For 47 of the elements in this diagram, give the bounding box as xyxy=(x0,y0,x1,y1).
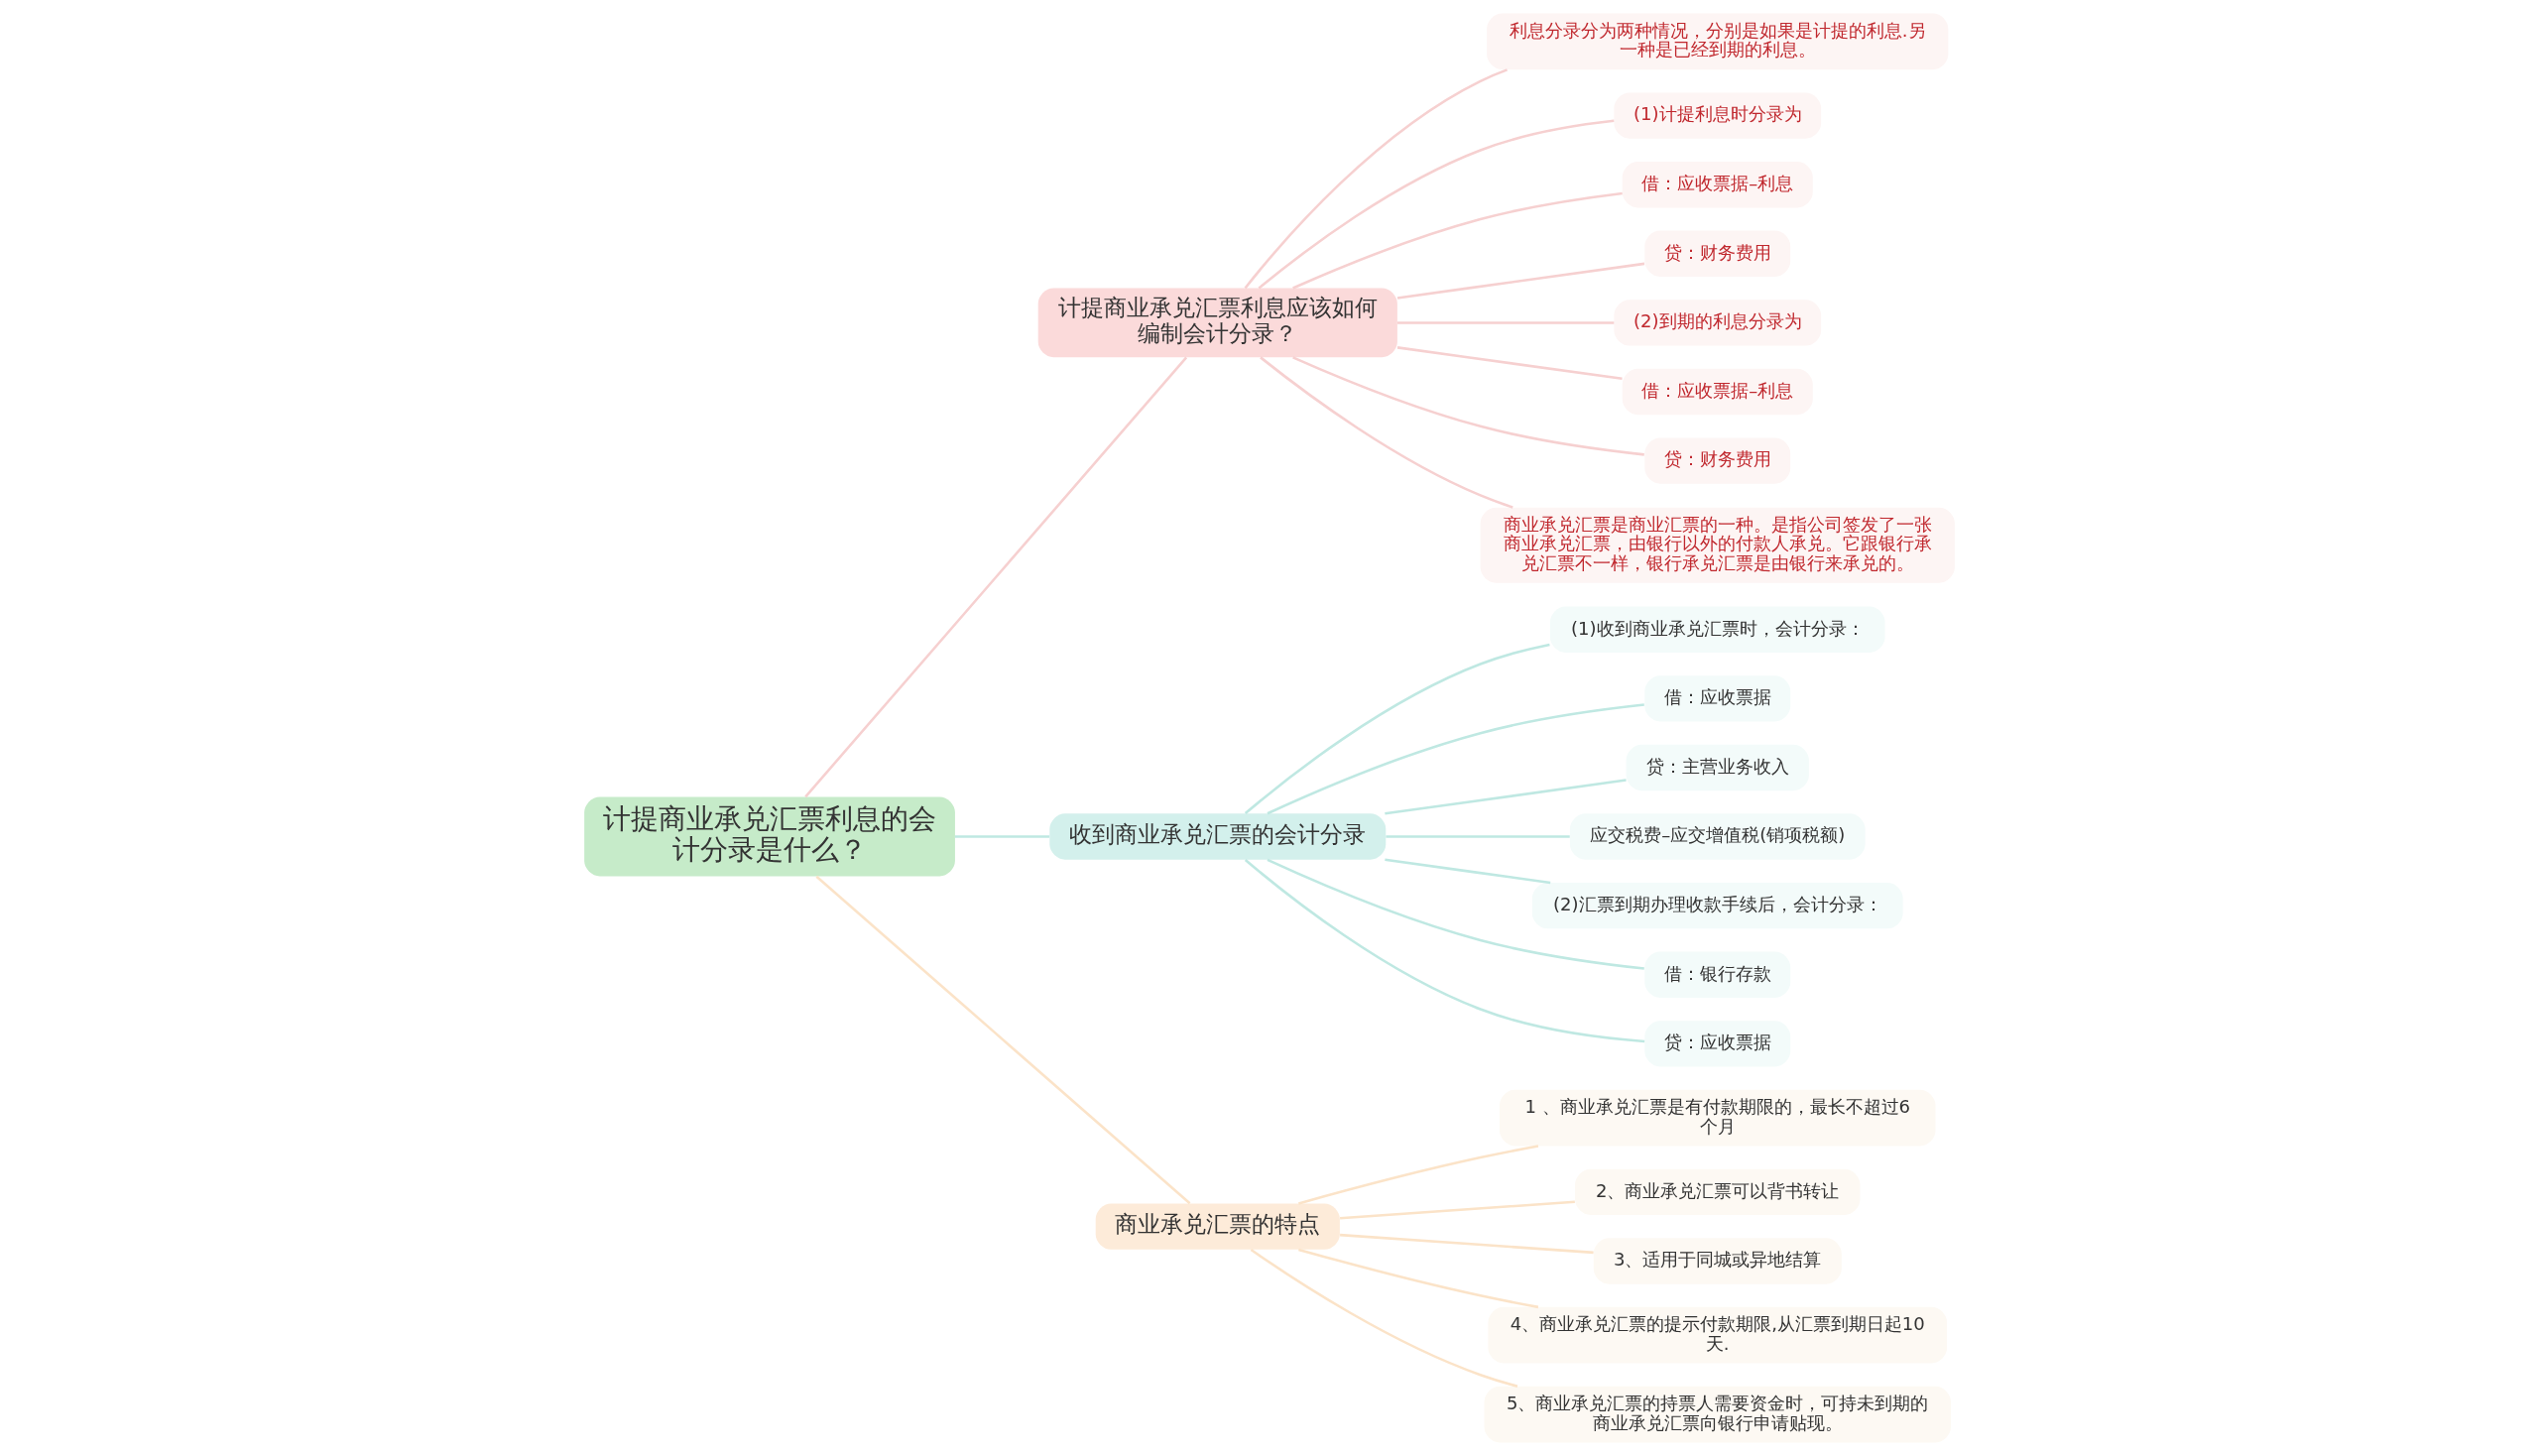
connector xyxy=(954,835,1050,838)
connector xyxy=(1385,858,1551,885)
node-box: 3、适用于同城或异地结算 xyxy=(1593,1238,1842,1284)
connector xyxy=(1292,356,1644,456)
connector xyxy=(815,875,1191,1205)
node-box: 贷：应收票据 xyxy=(1644,1021,1791,1067)
connector xyxy=(1244,859,1645,1043)
node-box: 借：应收票据 xyxy=(1644,675,1791,722)
node-box: 应交税费–应交增值税(销项税额) xyxy=(1569,813,1866,860)
node-box: 商业承兑汇票是商业汇票的一种。是指公司签发了一张商业承兑汇票，由银行以外的付款人承兑。它跟银行承兑汇票不一样，银行承兑汇票是由银行来承兑的。 xyxy=(1480,507,1955,583)
connector xyxy=(1250,1248,1518,1388)
node-box: 计提商业承兑汇票利息应该如何编制会计分录？ xyxy=(1037,288,1397,358)
node-box: 4、商业承兑汇票的提示付款期限,从汇票到期日起10 天. xyxy=(1488,1306,1948,1364)
node-box: (1)计提利息时分录为 xyxy=(1614,92,1822,139)
node-box: 贷：财务费用 xyxy=(1644,230,1791,277)
connector xyxy=(1267,858,1644,970)
connector xyxy=(1298,1145,1539,1205)
node-box: 商业承兑汇票的特点 xyxy=(1095,1203,1340,1250)
connector xyxy=(1244,643,1550,815)
connector xyxy=(1298,1248,1539,1309)
connector xyxy=(1385,779,1627,815)
node-box: 2、商业承兑汇票可以背书转让 xyxy=(1575,1168,1861,1216)
node-box: 收到商业承兑汇票的会计分录 xyxy=(1049,813,1387,860)
connector xyxy=(1292,191,1623,290)
node-box: 借：银行存款 xyxy=(1644,951,1791,998)
node-box: 借：应收票据–利息 xyxy=(1622,368,1813,416)
connector xyxy=(1396,262,1645,300)
connector xyxy=(1340,1200,1575,1220)
connector xyxy=(1260,356,1513,509)
node-box: (2)到期的利息分录为 xyxy=(1614,300,1822,346)
connector xyxy=(1244,68,1509,290)
node-box: 利息分录分为两种情况，分别是如果是计提的利息.另一种是已经到期的利息。 xyxy=(1487,13,1949,70)
node-box: (2)汇票到期办理收款手续后，会计分录： xyxy=(1531,882,1903,929)
node-box: 贷：财务费用 xyxy=(1644,437,1791,484)
connector xyxy=(804,356,1188,798)
node-box: 5、商业承兑汇票的持票人需要资金时，可持未到期的商业承兑汇票向银行申请贴现。 xyxy=(1484,1386,1951,1443)
connector xyxy=(1267,703,1644,815)
connector xyxy=(1258,119,1615,290)
node-box: 计提商业承兑汇票利息的会计分录是什么？ xyxy=(584,796,955,877)
connector xyxy=(1397,321,1615,324)
connector xyxy=(1386,835,1570,838)
node-box: (1)收到商业承兑汇票时，会计分录： xyxy=(1549,606,1885,653)
node-box: 借：应收票据–利息 xyxy=(1622,162,1813,208)
node-box: 1 、商业承兑汇票是有付款期限的，最长不超过6 个月 xyxy=(1500,1089,1936,1147)
connector xyxy=(1396,346,1623,381)
node-box: 贷：主营业务收入 xyxy=(1626,744,1809,791)
connector xyxy=(1340,1233,1594,1255)
